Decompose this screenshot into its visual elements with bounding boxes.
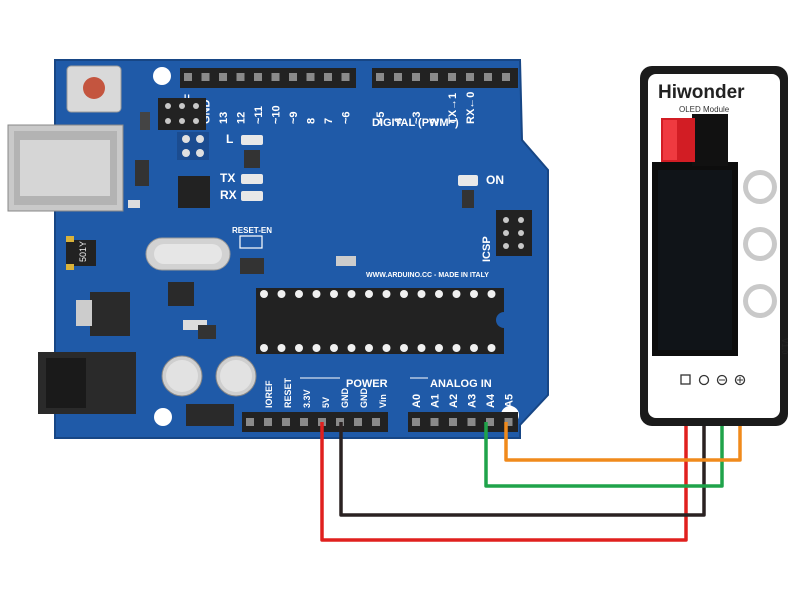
- digital-pin-label: ~10: [271, 105, 283, 124]
- mounting-hole: [153, 67, 171, 85]
- analog-pin-label: A3: [467, 394, 479, 408]
- analog-label: ANALOG IN: [430, 378, 492, 390]
- icsp-header: [496, 210, 532, 256]
- analog-header: [408, 412, 518, 432]
- icsp-label: ICSP: [481, 236, 493, 262]
- digital-pin-label: TX→1: [447, 93, 459, 124]
- led-l-label: L: [226, 132, 233, 146]
- on-label: ON: [486, 173, 504, 187]
- analog-pin-label: A5: [504, 394, 516, 408]
- oled-mounting-hole: [743, 284, 777, 318]
- sda-icon: [698, 374, 710, 386]
- usb-b-connector: [7, 124, 124, 212]
- oled-brand-label: Hiwonder: [658, 82, 745, 103]
- wire-5v-to-vcc: [320, 422, 688, 542]
- led-l: [241, 135, 263, 145]
- wires: [320, 422, 742, 542]
- oled-mounting-hole: [743, 227, 777, 261]
- crystal-oscillator: [145, 237, 231, 271]
- led-tx: [241, 174, 263, 184]
- digital-header: [180, 68, 518, 88]
- capacitor: [215, 355, 257, 397]
- voltage-regulator-small: 501Y: [66, 236, 96, 270]
- capacitor: [161, 355, 203, 397]
- voltage-regulator: [76, 292, 130, 336]
- digital-pin-label: 4: [393, 117, 405, 124]
- oled-module: Hiwonder OLED Module V1.0: [640, 66, 789, 426]
- power-pin-label: IOREF: [264, 380, 274, 408]
- digital-pin-label: 13: [218, 112, 230, 124]
- oled-version-label: V1.0: [780, 338, 789, 355]
- mounting-hole: [154, 408, 172, 426]
- analog-pin-label: A2: [448, 394, 460, 408]
- power-pin-label: RESET: [283, 377, 293, 408]
- power-pin-label: 3.3V: [302, 389, 312, 408]
- oled-connector: [661, 118, 695, 162]
- power-pin-label: 5V: [321, 397, 331, 408]
- dc-power-jack: [38, 352, 136, 414]
- digital-pin-label: 8: [306, 118, 318, 124]
- power-pin-label: GND: [340, 388, 350, 409]
- wire-a4-to-sda: [484, 422, 724, 488]
- led-rx: [241, 191, 263, 201]
- power-pin-labels: IOREF RESET 3.3V 5V GND GND Vin: [264, 377, 388, 408]
- power-pin-label: GND: [359, 388, 369, 409]
- wire-a5-to-scl: [504, 422, 742, 462]
- atmega328-chip: [256, 288, 504, 354]
- oled-subtitle-label: OLED Module: [679, 105, 730, 114]
- power-pin-label: Vin: [378, 394, 388, 408]
- jumper-pads: [177, 132, 209, 160]
- wire-gnd-to-gnd: [339, 422, 706, 517]
- digital-pin-label: 2: [429, 118, 441, 124]
- reset-button[interactable]: [66, 65, 122, 113]
- digital-pin-label: ~5: [375, 111, 387, 124]
- analog-pin-label: A4: [485, 393, 497, 408]
- icsp-header-usb: [158, 98, 206, 130]
- digital-pin-label: RX←0: [465, 92, 477, 124]
- oled-mounting-hole: [743, 170, 777, 204]
- vcc-icon: [734, 374, 746, 386]
- digital-pin-label: ~6: [341, 111, 353, 124]
- power-label: POWER: [346, 378, 388, 390]
- digital-pin-label: 7: [323, 118, 335, 124]
- led-on: [458, 175, 478, 186]
- usb-controller-chip: [178, 176, 210, 208]
- gnd-icon: [716, 374, 728, 386]
- website-label: WWW.ARDUINO.CC - MADE IN ITALY: [366, 272, 489, 279]
- analog-pin-label: A0: [411, 394, 423, 408]
- led-rx-label: RX: [220, 188, 237, 202]
- led-tx-label: TX: [220, 171, 235, 185]
- reset-en-label: RESET-EN: [232, 226, 272, 235]
- digital-pin-label: ~9: [288, 111, 300, 124]
- digital-pin-label: ~11: [253, 106, 265, 124]
- analog-pin-label: A1: [430, 394, 442, 408]
- digital-pin-label: 12: [236, 112, 248, 124]
- digital-label: DIGITAL (PWM~): [372, 117, 459, 129]
- analog-pin-labels: A0 A1 A2 A3 A4 A5: [411, 393, 516, 408]
- digital-pin-label: ~3: [411, 111, 423, 124]
- svg-text:501Y: 501Y: [78, 241, 88, 262]
- power-header: [242, 412, 388, 432]
- scl-icon: [680, 374, 691, 385]
